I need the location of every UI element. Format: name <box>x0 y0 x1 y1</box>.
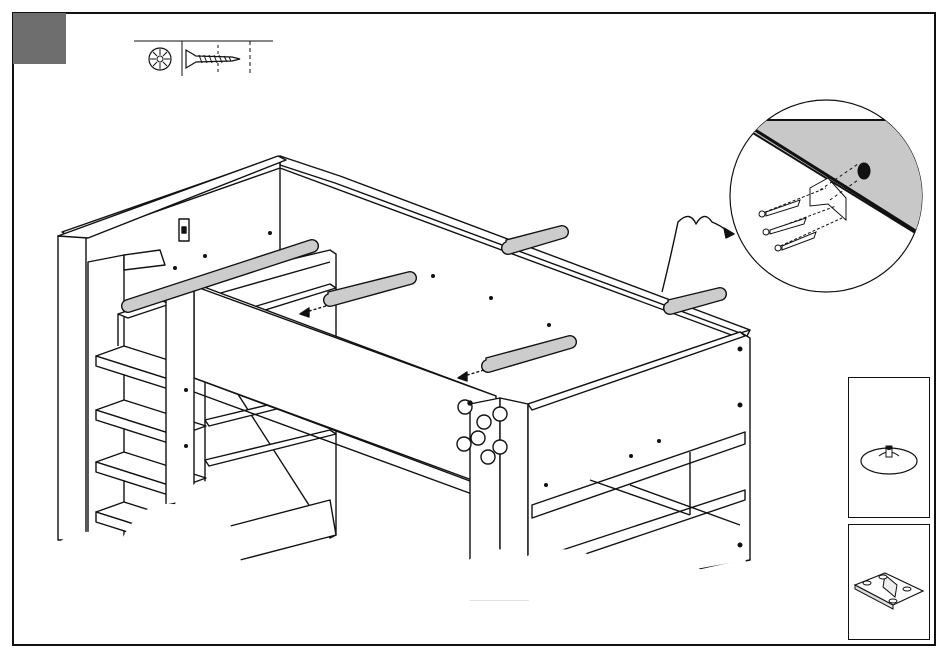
wall-bracket <box>179 219 189 241</box>
inset-hinge-plate <box>848 524 930 640</box>
detail-callout <box>730 100 930 292</box>
hinge-plate-icon <box>849 525 931 641</box>
callout-leader <box>662 216 728 292</box>
inset-leveling-foot <box>848 377 930 518</box>
back-panel <box>62 156 750 340</box>
leveling-foot-icon <box>849 378 931 519</box>
